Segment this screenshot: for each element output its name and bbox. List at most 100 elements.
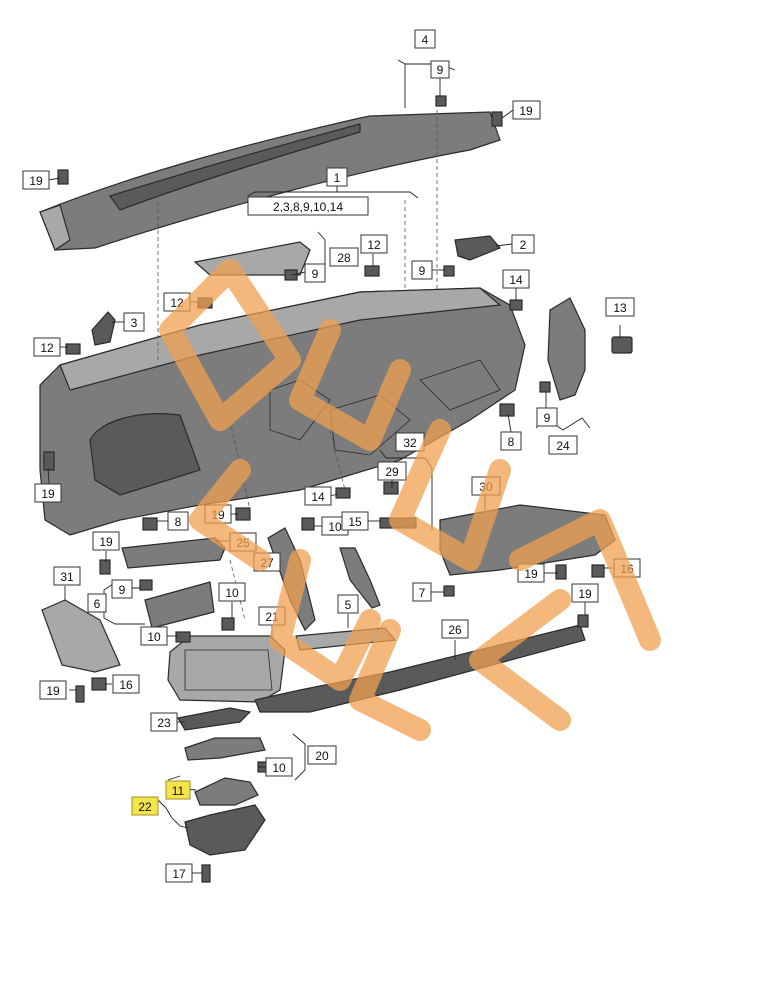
svg-text:19: 19: [29, 174, 43, 188]
svg-text:9: 9: [419, 264, 426, 278]
svg-text:14: 14: [311, 490, 325, 504]
callout-3: 3: [123, 312, 145, 332]
svg-text:1: 1: [334, 171, 341, 185]
part-screw-17: [201, 864, 211, 883]
part-column-trim-23: [177, 707, 252, 731]
part-column-cover-lower: [184, 804, 266, 856]
callout-4: 4: [414, 29, 436, 49]
callout-19g: 19: [571, 583, 599, 603]
callout-19b: 19: [22, 170, 50, 190]
svg-text:7: 7: [419, 586, 426, 600]
part-dashboard-main: [39, 287, 526, 536]
callout-22: 22: [131, 796, 159, 816]
part-glovebox: [144, 581, 215, 629]
part-right-side-cover: [547, 297, 586, 401]
svg-text:8: 8: [508, 435, 515, 449]
svg-text:2: 2: [520, 238, 527, 252]
svg-text:19: 19: [41, 487, 55, 501]
callout-32: 32: [395, 432, 425, 452]
svg-text:6: 6: [94, 597, 101, 611]
svg-text:5: 5: [345, 598, 352, 612]
part-column-trim-20: [184, 737, 266, 761]
svg-text:8: 8: [175, 515, 182, 529]
callout-12c: 12: [33, 337, 61, 357]
watermark-logo: [159, 259, 661, 741]
callout-11: 11: [165, 780, 191, 800]
svg-text:32: 32: [403, 436, 417, 450]
callout-1-sub: 2,3,8,9,10,14: [247, 196, 369, 216]
svg-text:19: 19: [46, 684, 60, 698]
callout-24: 24: [548, 435, 578, 455]
svg-text:29: 29: [385, 465, 399, 479]
svg-text:10: 10: [272, 761, 286, 775]
part-left-vent: [91, 311, 116, 346]
callout-10c: 10: [140, 626, 168, 646]
callout-19c: 19: [34, 483, 62, 503]
callout-14a: 14: [502, 269, 530, 289]
svg-text:2,3,8,9,10,14: 2,3,8,9,10,14: [273, 200, 343, 214]
svg-text:10: 10: [328, 520, 342, 534]
svg-text:9: 9: [544, 411, 551, 425]
svg-text:19: 19: [99, 535, 113, 549]
callout-19a: 19: [512, 100, 541, 120]
svg-text:19: 19: [524, 567, 538, 581]
callout-17: 17: [165, 863, 193, 883]
callout-14b: 14: [304, 486, 332, 506]
callout-8b: 8: [167, 511, 189, 531]
svg-text:10: 10: [147, 630, 161, 644]
callout-15: 15: [341, 511, 369, 531]
callout-10b: 10: [218, 582, 246, 602]
callout-20: 20: [307, 745, 337, 765]
svg-text:4: 4: [422, 33, 429, 47]
svg-text:9: 9: [437, 63, 444, 77]
callout-26: 26: [441, 619, 469, 639]
leader-lines: [47, 59, 621, 874]
svg-text:16: 16: [119, 678, 133, 692]
callout-23: 23: [150, 712, 178, 732]
svg-text:15: 15: [348, 515, 362, 529]
svg-text:9: 9: [119, 583, 126, 597]
callout-7: 7: [412, 582, 432, 602]
part-switch-13: [611, 336, 633, 354]
part-glovebox-lid: [121, 537, 226, 569]
svg-text:28: 28: [337, 251, 351, 265]
svg-text:19: 19: [578, 587, 592, 601]
callout-5: 5: [337, 594, 359, 614]
svg-text:10: 10: [225, 586, 239, 600]
callout-19e: 19: [92, 531, 120, 551]
callout-9e: 9: [111, 579, 133, 599]
svg-text:17: 17: [172, 867, 186, 881]
part-right-vent: [454, 235, 501, 261]
callout-2: 2: [511, 234, 535, 254]
callout-6: 6: [87, 593, 107, 613]
svg-text:26: 26: [448, 623, 462, 637]
callout-9d: 9: [536, 407, 558, 427]
callout-29: 29: [377, 461, 407, 481]
callout-9b: 9: [304, 263, 326, 283]
svg-text:12: 12: [367, 238, 381, 252]
callout-9a: 9: [430, 60, 450, 79]
svg-text:19: 19: [519, 104, 533, 118]
callout-10d: 10: [265, 757, 293, 777]
callout-19h: 19: [39, 680, 67, 700]
svg-text:3: 3: [131, 316, 138, 330]
svg-text:14: 14: [509, 273, 523, 287]
svg-text:9: 9: [312, 267, 319, 281]
svg-text:11: 11: [172, 784, 185, 798]
part-center-strip-right: [339, 547, 381, 609]
callout-16b: 16: [112, 674, 140, 694]
part-top-cover-panel: [39, 111, 501, 251]
part-side-panel-31: [41, 599, 121, 673]
part-instrument-cluster-frame: [167, 635, 286, 703]
svg-text:13: 13: [613, 301, 627, 315]
callout-12a: 12: [360, 234, 388, 254]
callout-8a: 8: [500, 431, 522, 451]
callout-9c: 9: [411, 260, 433, 280]
callout-13: 13: [605, 297, 635, 317]
svg-text:22: 22: [138, 800, 152, 814]
guide-lines: [157, 110, 438, 621]
svg-text:20: 20: [315, 749, 329, 763]
part-column-cover-upper: [194, 777, 259, 806]
svg-text:31: 31: [60, 570, 74, 584]
